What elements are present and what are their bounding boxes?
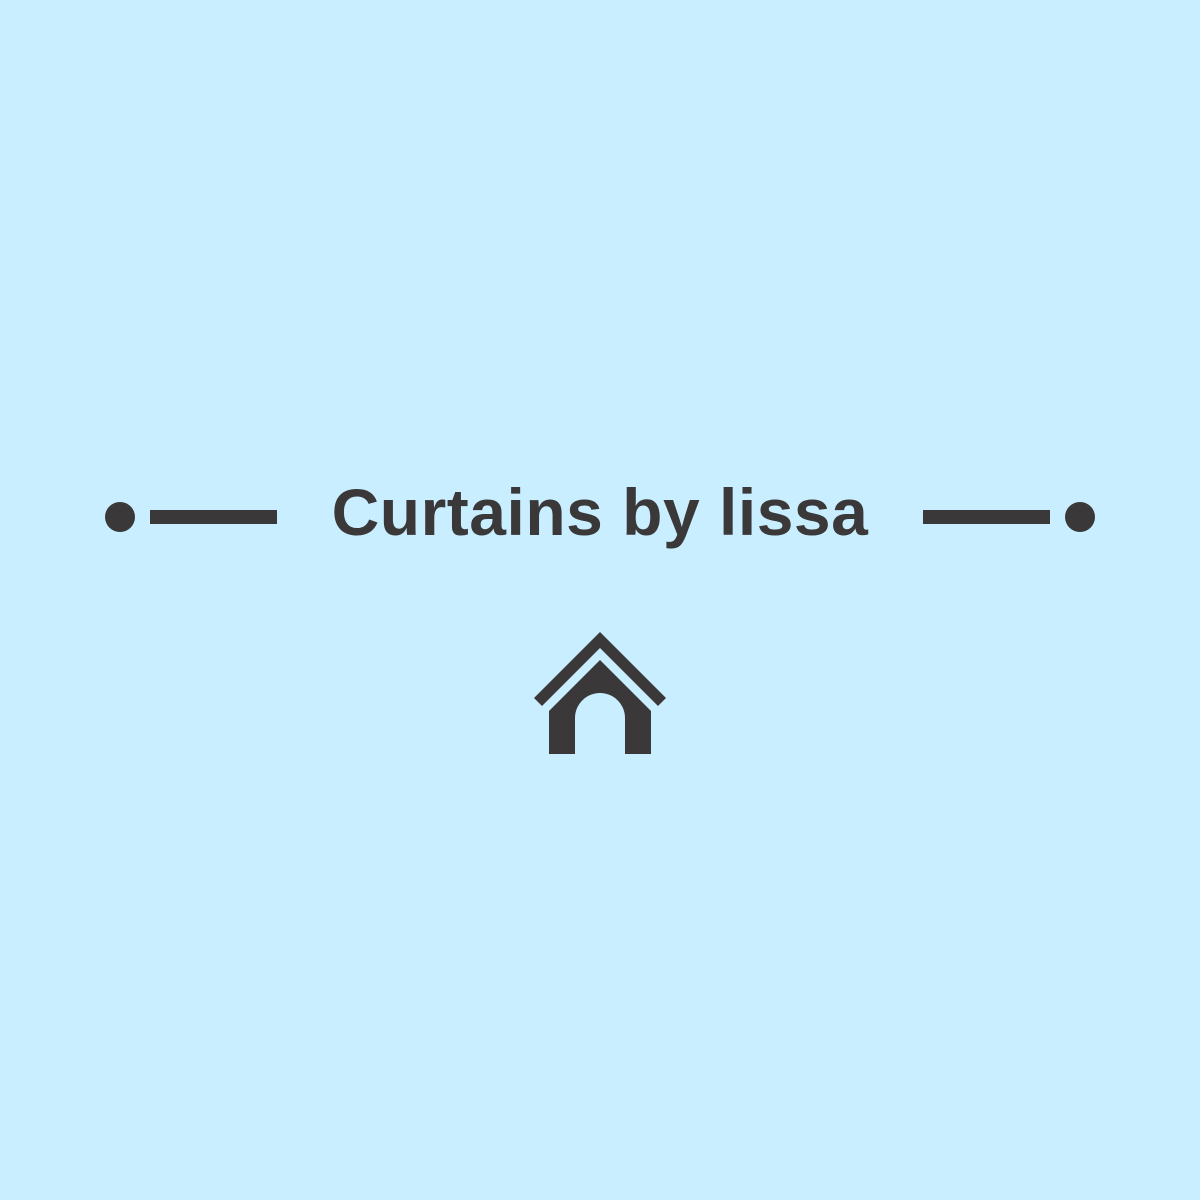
left-dot-ornament <box>105 502 135 532</box>
brand-name: Curtains by lissa <box>331 475 869 549</box>
house-icon <box>534 632 666 754</box>
right-line-ornament <box>923 510 1050 524</box>
left-line-ornament <box>150 510 277 524</box>
title-row: Curtains by lissa <box>0 470 1200 560</box>
right-dot-ornament <box>1065 502 1095 532</box>
